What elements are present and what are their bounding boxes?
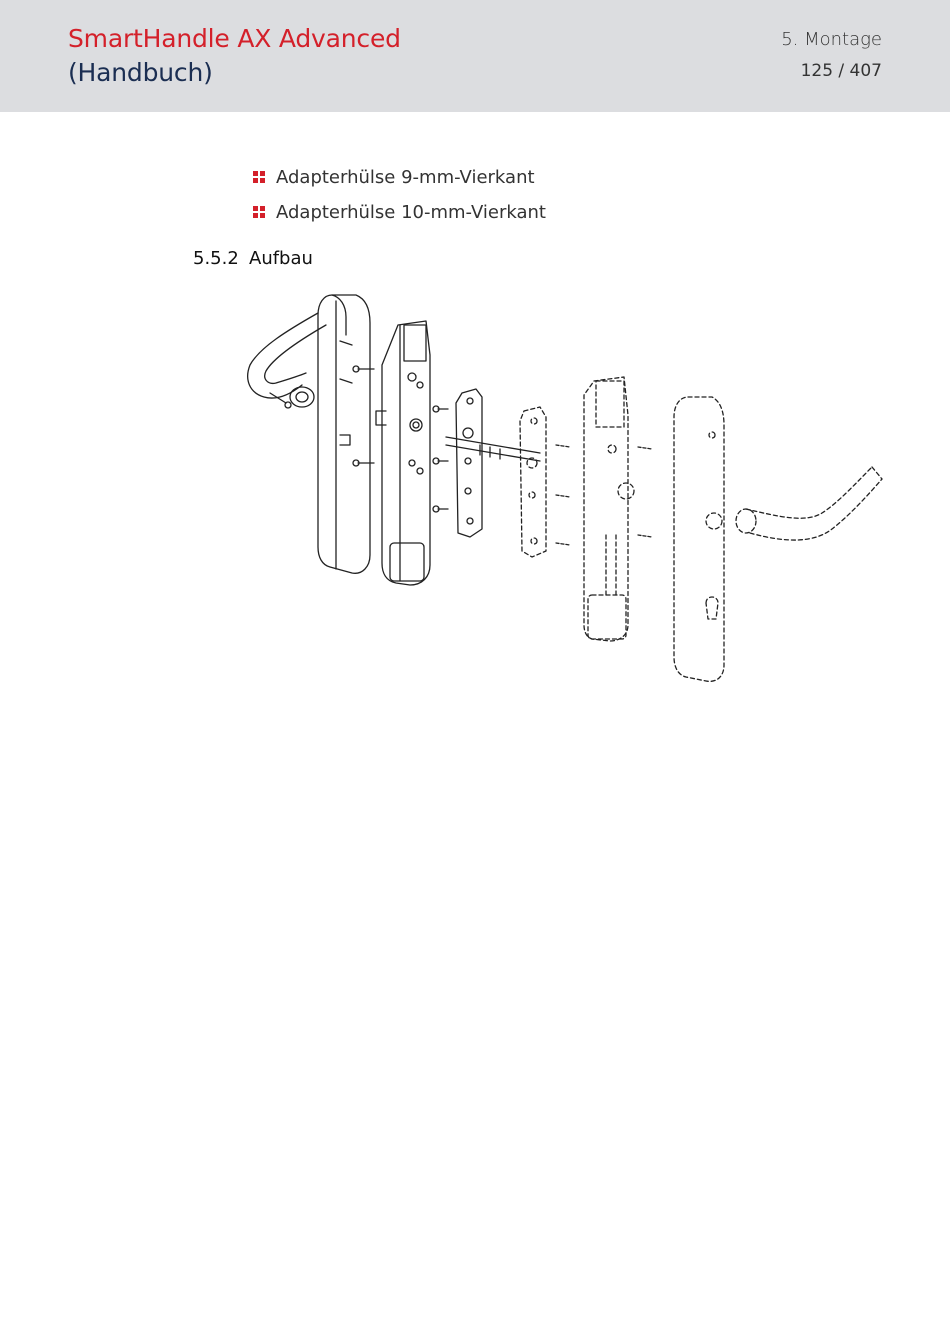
section-heading: 5.5.2 Aufbau xyxy=(193,248,313,269)
left-escutcheon xyxy=(317,294,371,574)
section-number: 5.5.2 xyxy=(193,248,239,269)
list-item: Adapterhülse 9-mm-Vierkant xyxy=(253,160,546,195)
screws-right xyxy=(555,444,653,546)
page-number: 125 / 407 xyxy=(800,61,882,81)
list-item-label: Adapterhülse 10-mm-Vierkant xyxy=(276,202,546,223)
inner-electronics-module xyxy=(583,376,635,642)
chapter-label: 5. Montage xyxy=(781,29,882,50)
accessory-list: Adapterhülse 9-mm-Vierkant Adapterhülse … xyxy=(253,160,546,230)
left-lever-handle xyxy=(247,312,327,409)
page-header: SmartHandle AX Advanced (Handbuch) 5. Mo… xyxy=(0,0,950,112)
right-escutcheon xyxy=(673,396,725,683)
bullet-icon xyxy=(253,170,265,183)
list-item-label: Adapterhülse 9-mm-Vierkant xyxy=(276,167,535,188)
list-item: Adapterhülse 10-mm-Vierkant xyxy=(253,195,546,230)
document-subtitle: (Handbuch) xyxy=(68,58,213,87)
mounting-plate xyxy=(455,388,483,538)
section-title: Aufbau xyxy=(249,248,313,269)
bullet-icon xyxy=(253,205,265,218)
square-spindle xyxy=(445,436,541,462)
back-plate xyxy=(519,406,547,558)
screws-middle xyxy=(432,405,449,513)
electronics-module xyxy=(375,320,431,586)
screws-left xyxy=(352,365,375,467)
exploded-assembly-drawing xyxy=(247,294,883,683)
document-title: SmartHandle AX Advanced xyxy=(68,24,401,53)
right-lever-handle xyxy=(735,466,883,541)
